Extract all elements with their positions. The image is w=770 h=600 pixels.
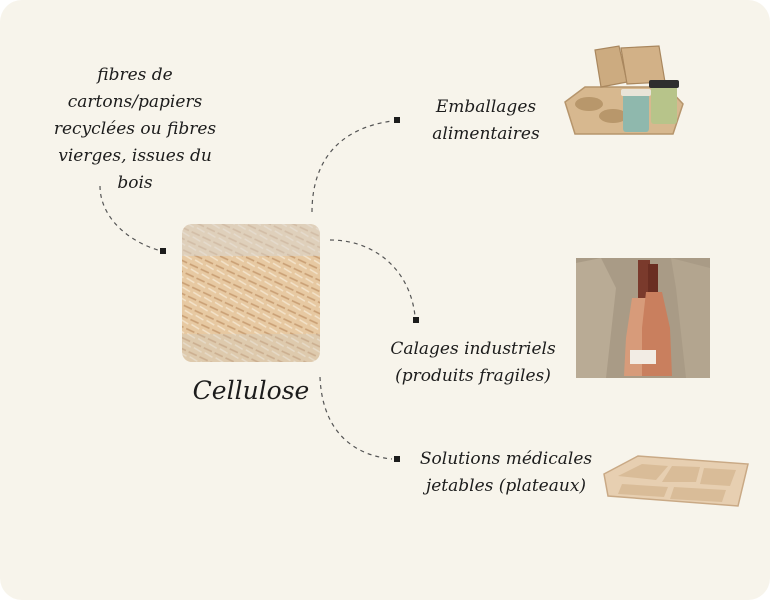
bullet-emballages [394,117,400,123]
connector-calages [330,240,415,316]
branch-medicales-text: Solutions médicales jetables (plateaux) [410,446,602,500]
bullet-medicales [394,456,400,462]
branch-emballages-text: Emballages alimentaires [410,94,562,148]
connector-emballages [312,121,392,212]
bullet-source [160,248,166,254]
bullet-calages [413,317,419,323]
cup-carrier-photo [555,42,690,142]
bottle-packaging-photo [576,258,710,378]
branch-calages-line1: Calages industriels [382,336,564,363]
branch-calages-line2: (produits fragiles) [382,363,564,390]
branch-medicales-line2: jetables (plateaux) [410,473,602,500]
cellulose-photo [182,224,320,362]
molded-tray-photo [598,452,752,510]
source-text: fibres de cartons/papiers recyclées ou f… [40,62,230,197]
branch-medicales-line1: Solutions médicales [410,446,602,473]
center-label: Cellulose [180,375,322,407]
branch-emballages-line2: alimentaires [410,121,562,148]
branch-calages-text: Calages industriels (produits fragiles) [382,336,564,390]
branch-emballages-line1: Emballages [410,94,562,121]
